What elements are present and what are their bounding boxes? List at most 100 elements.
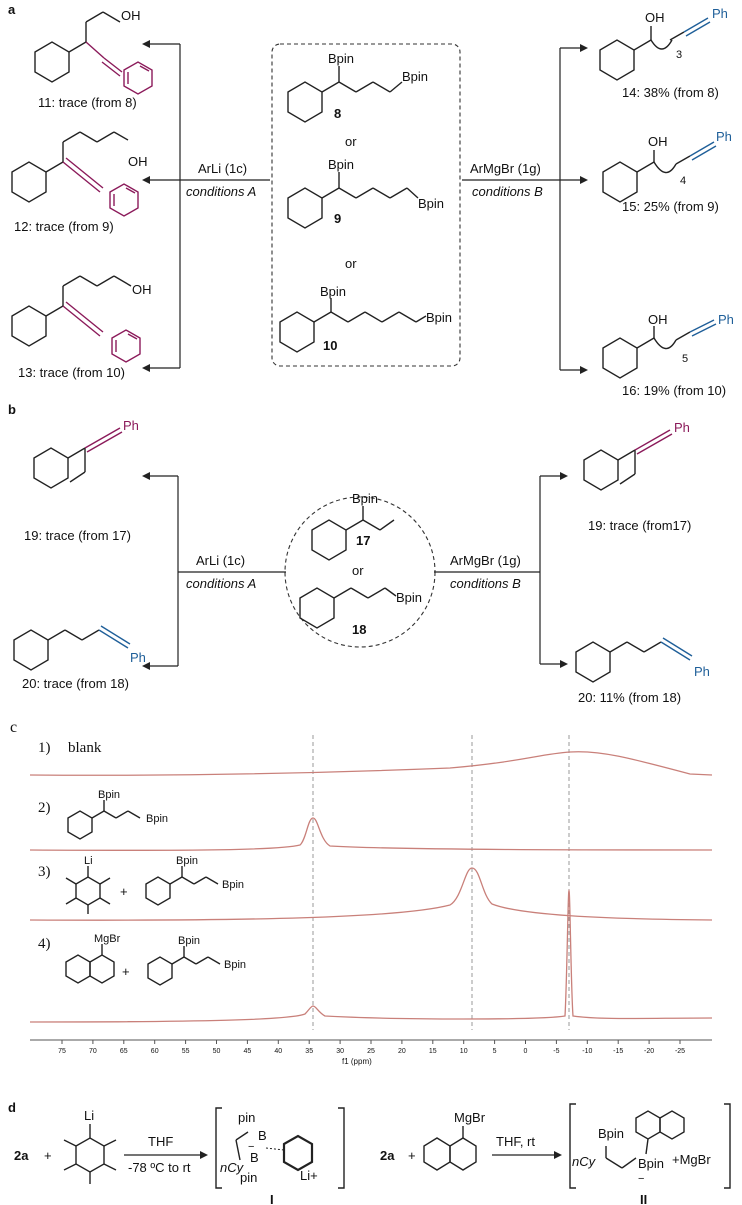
x-tick-label: 55	[182, 1048, 190, 1055]
cond-bottom-left: -78 ºC to rt	[128, 1160, 191, 1175]
id-I: I	[270, 1192, 274, 1205]
charge-label: −	[248, 1141, 254, 1153]
trace-2-num: 2)	[38, 800, 51, 816]
conditions-b-left: conditions A	[186, 576, 256, 591]
b-label: B	[258, 1128, 267, 1143]
substrate-8: Bpin Bpin 8	[287, 51, 428, 123]
bpin-label: Bpin	[418, 196, 444, 211]
bpin-label: Bpin	[426, 310, 452, 325]
id-10: 10	[323, 338, 337, 353]
id-17: 17	[356, 533, 370, 548]
bpin-label: Bpin	[638, 1156, 664, 1171]
conditions-b-right: conditions B	[450, 576, 521, 591]
oh-label: OH	[648, 312, 668, 327]
or-label: or	[345, 256, 357, 271]
bpin-label: Bpin	[224, 959, 246, 971]
bpin-label: Bpin	[396, 590, 422, 605]
compound-11: OH 11: trace (from 8)	[34, 8, 153, 110]
naphthyl-mgbr: MgBr	[423, 1110, 486, 1171]
reactant-2a-left: 2a	[14, 1148, 29, 1163]
caption-14: 14: 38% (from 8)	[622, 85, 719, 100]
caption-16: 16: 19% (from 10)	[622, 383, 726, 398]
b-label: B	[250, 1150, 259, 1165]
charge-label: −	[638, 1173, 644, 1185]
compound-13: OH 13: trace (from 10)	[11, 275, 152, 380]
panel-a-label: a	[8, 2, 16, 17]
pin-label: pin	[240, 1170, 257, 1185]
bpin-label: Bpin	[320, 284, 346, 299]
caption-20-left: 20: trace (from 18)	[22, 676, 129, 691]
x-tick-label: 15	[429, 1048, 437, 1055]
reagent-a-left: ArLi (1c)	[198, 161, 247, 176]
plus-sign: +	[120, 884, 128, 899]
substrate-17: Bpin 17	[311, 491, 395, 561]
trace-1-text: blank	[68, 740, 102, 756]
trace-4-structure: MgBr + Bpin Bpin	[65, 933, 246, 986]
x-tick-label: 60	[151, 1048, 159, 1055]
bpin-label: Bpin	[176, 855, 198, 867]
compound-15: OH 4 Ph 15: 25% (from 9)	[602, 129, 732, 214]
x-tick-label: -5	[553, 1048, 559, 1055]
x-tick-label: 0	[524, 1048, 528, 1055]
x-tick-label: 40	[274, 1048, 282, 1055]
compound-20-right: Ph 20: 11% (from 18)	[575, 637, 710, 705]
ph-label: Ph	[716, 129, 732, 144]
reactant-2a-right: 2a	[380, 1148, 395, 1163]
x-tick-label: 5	[493, 1048, 497, 1055]
intermediate-II: Bpin nCy Bpin − +MgBr II	[569, 1103, 731, 1205]
left-bracket-arrows-b	[142, 472, 286, 670]
x-tick-label: -15	[613, 1048, 623, 1055]
pin-label: pin	[238, 1110, 255, 1125]
x-tick-label: 70	[89, 1048, 97, 1055]
or-label: or	[345, 134, 357, 149]
compound-16: OH 5 Ph 16: 19% (from 10)	[602, 312, 734, 398]
plus-right: +	[408, 1148, 416, 1163]
plus-sign: +	[122, 964, 130, 979]
x-tick-label: 65	[120, 1048, 128, 1055]
li-label: Li	[84, 855, 93, 867]
ph-label: Ph	[130, 650, 146, 665]
spectrum-3	[29, 867, 713, 921]
spectrum-1	[29, 751, 713, 776]
subscript: 5	[682, 353, 688, 365]
oh-label: OH	[128, 154, 148, 169]
substrate-10: Bpin Bpin 10	[279, 284, 452, 353]
compound-20-left: Ph 20: trace (from 18)	[13, 625, 146, 691]
x-tick-label: 50	[213, 1048, 221, 1055]
caption-12: 12: trace (from 9)	[14, 219, 114, 234]
subscript: 3	[676, 49, 682, 61]
cond-top-left: THF	[148, 1134, 173, 1149]
bpin-label: Bpin	[328, 157, 354, 172]
trace-2-structure: Bpin Bpin	[67, 789, 168, 840]
intermediate-I: pin B B − pin nCy Li+ I	[215, 1107, 345, 1205]
x-tick-label: 45	[244, 1048, 252, 1055]
subscript: 4	[680, 175, 686, 187]
panel-b-label: b	[8, 402, 16, 417]
caption-19-right: 19: trace (from17)	[588, 518, 691, 533]
bpin-label: Bpin	[178, 935, 200, 947]
right-bracket-arrows-a	[462, 44, 588, 374]
x-tick-label: 30	[336, 1048, 344, 1055]
oh-label: OH	[648, 134, 668, 149]
mgbr-cation: +MgBr	[672, 1152, 711, 1167]
spectrum-4	[29, 889, 713, 1023]
bpin-label: Bpin	[598, 1126, 624, 1141]
x-tick-label: -25	[675, 1048, 685, 1055]
caption-15: 15: 25% (from 9)	[622, 199, 719, 214]
oh-label: OH	[121, 8, 141, 23]
ph-label: Ph	[718, 312, 734, 327]
x-tick-label: 10	[460, 1048, 468, 1055]
cond-top-right: THF, rt	[496, 1134, 535, 1149]
trace-1-num: 1)	[38, 740, 51, 756]
oh-label: OH	[132, 282, 152, 297]
bpin-label: Bpin	[328, 51, 354, 66]
bpin-label: Bpin	[352, 491, 378, 506]
plus-left: +	[44, 1148, 52, 1163]
substrate-9: Bpin Bpin 9	[287, 157, 444, 229]
mgbr-label: MgBr	[454, 1110, 486, 1125]
bpin-label: Bpin	[402, 69, 428, 84]
caption-13: 13: trace (from 10)	[18, 365, 125, 380]
right-bracket-arrows-b	[434, 472, 568, 668]
trace-4-num: 4)	[38, 936, 51, 952]
